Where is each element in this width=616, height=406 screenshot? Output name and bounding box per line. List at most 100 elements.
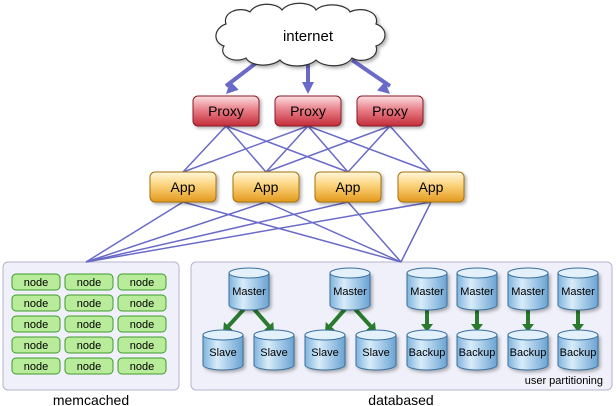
cylinder-top — [557, 267, 599, 279]
node-shape — [64, 315, 114, 333]
proxy-shape — [274, 95, 342, 127]
app-memcached-link — [85, 201, 432, 263]
app-box: App — [397, 171, 465, 203]
node-shape — [11, 315, 61, 333]
arrow-head — [572, 324, 584, 332]
proxy-app-link — [182, 125, 309, 173]
memcached-node: node — [117, 357, 167, 375]
node-label: node — [130, 361, 154, 373]
arrow-head — [264, 322, 274, 332]
db-cylinder: Master — [228, 267, 270, 311]
memcached-node: node — [64, 273, 114, 291]
cylinder-body — [507, 272, 549, 311]
memcached-node: node — [64, 315, 114, 333]
proxy-app-link — [265, 125, 391, 173]
arrow-head — [421, 324, 433, 332]
node-shape — [11, 357, 61, 375]
node-label: node — [24, 298, 48, 310]
db-label: Master — [232, 286, 266, 298]
node-label: node — [77, 361, 101, 373]
cylinder-body — [304, 334, 346, 371]
db-cylinder: Master — [456, 267, 498, 311]
databased-caption: databased — [368, 392, 433, 406]
user-partitioning-note: user partitioning — [525, 375, 603, 387]
app-shape — [397, 171, 465, 203]
db-cylinder: Slave — [355, 329, 397, 371]
proxy-shape — [192, 95, 260, 127]
cylinder-body — [406, 334, 448, 371]
memcached-node: node — [64, 294, 114, 312]
db-cylinder: Slave — [253, 329, 295, 371]
cylinder-top — [228, 267, 270, 279]
node-label: node — [77, 340, 101, 352]
cylinder-top — [202, 329, 244, 341]
db-cylinder: Slave — [304, 329, 346, 371]
node-label: node — [130, 277, 154, 289]
proxy-label: Proxy — [372, 103, 408, 119]
proxy-tier: Proxy Proxy Proxy — [192, 95, 424, 127]
node-shape — [117, 273, 167, 291]
db-cylinder: Master — [557, 267, 599, 311]
proxy-box: Proxy — [274, 95, 342, 127]
db-label: Master — [460, 286, 494, 298]
node-label: node — [24, 277, 48, 289]
cylinder-body — [557, 272, 599, 311]
app-memcached-link — [85, 201, 184, 263]
node-shape — [64, 336, 114, 354]
db-cylinder: Master — [329, 267, 371, 311]
proxy-box: Proxy — [356, 95, 424, 127]
proxy-app-link — [182, 125, 227, 173]
node-shape — [117, 336, 167, 354]
arrow-head — [522, 324, 534, 332]
node-shape — [117, 294, 167, 312]
cylinder-top — [406, 267, 448, 279]
db-label: Backup — [409, 347, 446, 359]
replication-arrow — [226, 306, 247, 328]
proxy-app-link — [389, 125, 432, 173]
app-shape — [314, 171, 382, 203]
db-cylinder: Master — [507, 267, 549, 311]
memcached-node: node — [11, 273, 61, 291]
internet-proxy-link — [350, 58, 392, 88]
internet-label: internet — [283, 28, 334, 45]
cylinder-body — [202, 334, 244, 371]
node-label: node — [130, 298, 154, 310]
app-box: App — [232, 171, 300, 203]
app-label: App — [171, 179, 196, 195]
proxy-app-link — [347, 125, 391, 173]
memcached-node: node — [11, 336, 61, 354]
memcached-node: node — [117, 294, 167, 312]
memcached-caption: memcached — [53, 392, 129, 406]
db-cylinder: Backup — [507, 329, 549, 371]
cylinder-body — [557, 334, 599, 371]
node-shape — [64, 357, 114, 375]
cylinder-body — [507, 334, 549, 371]
cylinder-top — [456, 329, 498, 341]
db-cylinder: Backup — [406, 329, 448, 371]
cylinder-body — [329, 272, 371, 311]
memcached-node: node — [64, 336, 114, 354]
proxy-box: Proxy — [192, 95, 260, 127]
node-shape — [11, 273, 61, 291]
db-cylinder: Master — [406, 267, 448, 311]
arrow-head — [471, 324, 483, 332]
replication-arrow — [251, 306, 271, 328]
app-database-link — [265, 201, 402, 263]
node-label: node — [130, 340, 154, 352]
memcached-node: node — [117, 315, 167, 333]
app-database-link — [182, 201, 402, 263]
app-label: App — [254, 179, 279, 195]
memcached-node: node — [11, 315, 61, 333]
app-shape — [232, 171, 300, 203]
app-database-link — [347, 201, 402, 263]
arrow-head — [226, 81, 239, 94]
app-box: App — [149, 171, 217, 203]
arrow-head — [377, 81, 390, 94]
node-label: node — [77, 319, 101, 331]
proxy-label: Proxy — [290, 103, 326, 119]
node-label: node — [77, 277, 101, 289]
